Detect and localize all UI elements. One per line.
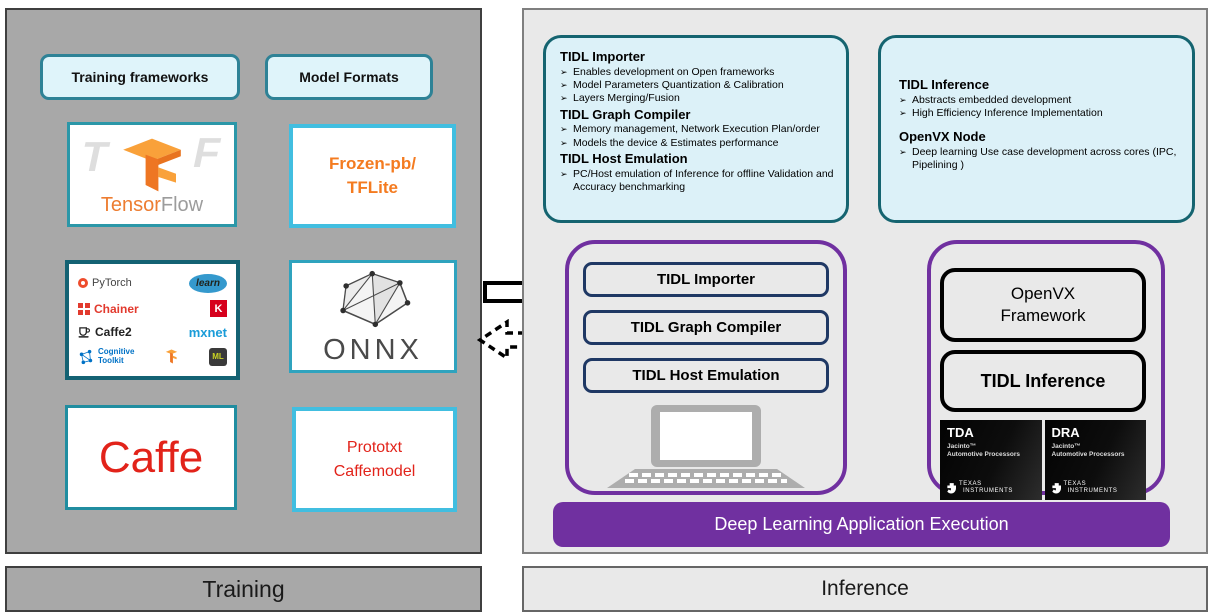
bullet-icon: ➢ bbox=[560, 137, 568, 148]
cognitive-toolkit-logo: Cognitive Toolkit bbox=[78, 346, 135, 366]
collage-row: Chainer K bbox=[78, 300, 227, 318]
model-formats-header: Model Formats bbox=[265, 54, 433, 100]
tensorflow-wordmark: TensorFlow bbox=[100, 193, 204, 216]
info-bullet: ➢Memory management, Network Execution Pl… bbox=[560, 123, 820, 136]
bullet-icon: ➢ bbox=[560, 93, 568, 104]
texas-instruments-logo: TEXAS INSTRUMENTS bbox=[1051, 481, 1140, 495]
caffe-wordmark: Caffe bbox=[98, 432, 204, 482]
bullet-icon: ➢ bbox=[899, 94, 907, 105]
collage-row: PyTorch learn bbox=[78, 273, 227, 293]
ml-cube-logo: ML bbox=[208, 347, 227, 366]
info-bullet: ➢High Efficiency Inference Implementatio… bbox=[899, 107, 1103, 120]
inference-footer-label: Inference bbox=[821, 577, 909, 600]
laptop-icon bbox=[607, 405, 805, 488]
coffee-cup-icon bbox=[78, 327, 90, 338]
info-bullet: ➢Deep learning Use case development acro… bbox=[899, 146, 1177, 172]
tensorflow-tile: T F TensorFlow bbox=[67, 122, 237, 227]
processor-chips: TDA Jacinto™ Automotive Processors TEXAS… bbox=[940, 420, 1146, 500]
training-panel: Training frameworks Model Formats T F Te… bbox=[5, 8, 482, 554]
inference-to-training-dashed-arrow bbox=[477, 319, 551, 361]
tensorflow-icon bbox=[123, 138, 181, 191]
tensorflow-small-icon bbox=[166, 349, 178, 364]
caffe-tile: Caffe bbox=[65, 405, 237, 510]
pytorch-logo: PyTorch bbox=[78, 277, 132, 289]
network-icon bbox=[79, 349, 93, 364]
pytorch-icon bbox=[78, 278, 88, 289]
inference-footer-bar: Inference bbox=[522, 566, 1208, 612]
training-footer-bar: Training bbox=[5, 566, 482, 612]
tidl-host-emulation-block: TIDL Host Emulation bbox=[583, 358, 829, 393]
info-title: TIDL Host Emulation bbox=[560, 150, 688, 166]
tda-chip: TDA Jacinto™ Automotive Processors TEXAS… bbox=[940, 420, 1042, 500]
target-device-group: OpenVX Framework TIDL Inference TDA Jaci… bbox=[927, 240, 1165, 500]
tidl-inference-info-box: TIDL Inference ➢Abstracts embedded devel… bbox=[878, 35, 1195, 223]
info-title: TIDL Inference bbox=[899, 77, 990, 92]
info-bullet: ➢PC/Host emulation of Inference for offl… bbox=[560, 167, 834, 193]
training-frameworks-header: Training frameworks bbox=[40, 54, 240, 100]
texas-instruments-logo: TEXAS INSTRUMENTS bbox=[947, 481, 1035, 495]
keras-logo: K bbox=[210, 300, 227, 318]
info-title: TIDL Graph Compiler bbox=[560, 106, 691, 122]
bullet-icon: ➢ bbox=[899, 147, 907, 158]
info-bullet: ➢Model Parameters Quantization & Calibra… bbox=[560, 79, 784, 92]
onnx-tile: ONNX bbox=[289, 260, 457, 373]
chainer-logo: Chainer bbox=[78, 302, 139, 316]
tidl-importer-block: TIDL Importer bbox=[583, 262, 829, 297]
bullet-icon: ➢ bbox=[560, 66, 568, 77]
info-bullet: ➢Enables development on Open frameworks bbox=[560, 65, 775, 78]
cognitive-toolkit-label: Cognitive Toolkit bbox=[98, 346, 135, 365]
ti-bug-icon bbox=[947, 482, 956, 494]
scikit-learn-logo: learn bbox=[189, 273, 227, 293]
bullet-icon: ➢ bbox=[899, 108, 907, 119]
prototxt-caffemodel-tile: Prototxt Caffemodel bbox=[292, 407, 457, 512]
frameworks-collage-tile: PyTorch learn Chainer K bbox=[65, 260, 240, 380]
model-formats-label: Model Formats bbox=[299, 69, 399, 85]
frozen-pb-line2: TFLite bbox=[347, 178, 398, 197]
tidl-tools-info-box: TIDL Importer ➢Enables development on Op… bbox=[543, 35, 849, 223]
dra-chip: DRA Jacinto™ Automotive Processors TEXAS… bbox=[1044, 420, 1146, 500]
bullet-icon: ➢ bbox=[560, 124, 568, 135]
mxnet-logo: mxnet bbox=[188, 324, 227, 340]
prototxt-line1: Prototxt bbox=[346, 439, 403, 457]
collage-row: Caffe2 mxnet bbox=[78, 325, 227, 340]
openvx-framework-block: OpenVX Framework bbox=[940, 268, 1146, 342]
info-bullet: ➢Abstracts embedded development bbox=[899, 93, 1072, 106]
onnx-wordmark: ONNX bbox=[323, 334, 423, 366]
frozen-pb-tflite-tile: Frozen-pb/ TFLite bbox=[289, 124, 456, 228]
host-tools-group: TIDL Importer TIDL Graph Compiler TIDL H… bbox=[565, 240, 847, 495]
onnx-icon bbox=[340, 270, 411, 328]
training-frameworks-label: Training frameworks bbox=[71, 69, 209, 85]
bullet-icon: ➢ bbox=[560, 80, 568, 91]
training-footer-label: Training bbox=[202, 575, 285, 602]
info-title: TIDL Importer bbox=[560, 49, 645, 64]
chainer-icon bbox=[78, 302, 90, 315]
deep-learning-execution-bar: Deep Learning Application Execution bbox=[553, 502, 1170, 547]
bullet-icon: ➢ bbox=[560, 168, 568, 179]
inference-panel: TIDL Importer ➢Enables development on Op… bbox=[522, 8, 1208, 554]
tidl-inference-block: TIDL Inference bbox=[940, 350, 1146, 412]
info-title: OpenVX Node bbox=[899, 129, 986, 145]
ti-bug-icon bbox=[1051, 482, 1061, 494]
caffe2-logo: Caffe2 bbox=[78, 325, 132, 339]
info-bullet: ➢Layers Merging/Fusion bbox=[560, 92, 680, 105]
info-bullet: ➢Models the device & Estimates performan… bbox=[560, 136, 779, 149]
frozen-pb-line1: Frozen-pb/ bbox=[329, 154, 416, 174]
prototxt-line2: Caffemodel bbox=[333, 462, 416, 480]
tidl-graph-compiler-block: TIDL Graph Compiler bbox=[583, 310, 829, 345]
collage-row: Cognitive Toolkit ML bbox=[78, 347, 227, 366]
